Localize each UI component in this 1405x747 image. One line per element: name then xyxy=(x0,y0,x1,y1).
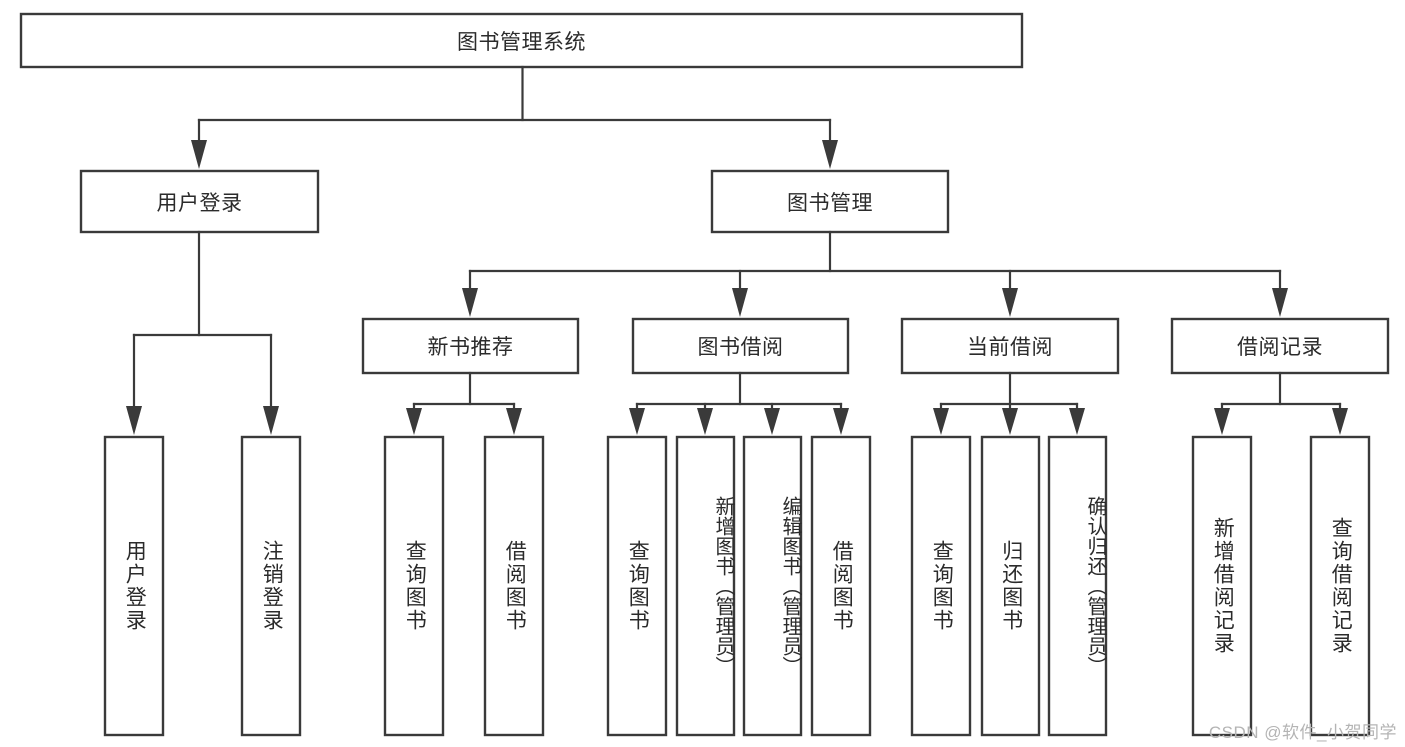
arrow-head-l3-1 xyxy=(732,288,748,317)
arrow-head-l3-2 xyxy=(1002,288,1018,317)
node-box-leaf-ul-0[interactable] xyxy=(103,435,165,737)
arrow-head-bb-2 xyxy=(764,408,780,435)
watermark-text: CSDN @软件_小贺同学 xyxy=(1208,723,1397,742)
arrow-head-l3-3 xyxy=(1272,288,1288,317)
node-box-leaf-nbr-0[interactable] xyxy=(383,435,445,737)
arrow-head-br-1 xyxy=(1332,408,1348,435)
arrow-head-cb-1 xyxy=(1002,408,1018,435)
node-box-leaf-cb-2[interactable] xyxy=(1047,435,1108,737)
arrow-head-ul-leaf-0 xyxy=(126,406,142,435)
arrow-head-ul-leaf-1 xyxy=(263,406,279,435)
node-box-book-borrow[interactable] xyxy=(631,317,850,375)
node-box-leaf-bb-0[interactable] xyxy=(606,435,668,737)
arrow-head-nbr-1 xyxy=(506,408,522,435)
node-box-leaf-nbr-1[interactable] xyxy=(483,435,545,737)
node-box-user-login[interactable] xyxy=(79,169,320,234)
arrow-head-cb-2 xyxy=(1069,408,1085,435)
node-box-current-borrow[interactable] xyxy=(900,317,1120,375)
arrow-head-nbr-0 xyxy=(406,408,422,435)
arrow-head-cb-0 xyxy=(933,408,949,435)
node-box-root[interactable] xyxy=(19,12,1024,69)
arrow-head-bb-0 xyxy=(629,408,645,435)
arrow-head-br-0 xyxy=(1214,408,1230,435)
arrow-head-user-login xyxy=(191,140,207,169)
node-box-leaf-br-0[interactable] xyxy=(1191,435,1253,737)
arrow-head-book-manage xyxy=(822,140,838,169)
arrow-head-bb-1 xyxy=(697,408,713,435)
node-box-leaf-cb-1[interactable] xyxy=(980,435,1041,737)
node-box-leaf-br-1[interactable] xyxy=(1309,435,1371,737)
node-box-leaf-bb-1[interactable] xyxy=(675,435,736,737)
node-box-leaf-bb-2[interactable] xyxy=(742,435,803,737)
arrow-head-bb-3 xyxy=(833,408,849,435)
node-box-book-manage[interactable] xyxy=(710,169,950,234)
node-box-leaf-ul-1[interactable] xyxy=(240,435,302,737)
node-box-leaf-bb-3[interactable] xyxy=(810,435,872,737)
arrow-head-l3-0 xyxy=(462,288,478,317)
node-box-new-book-recommend[interactable] xyxy=(361,317,580,375)
node-box-leaf-cb-0[interactable] xyxy=(910,435,972,737)
node-box-borrow-record[interactable] xyxy=(1170,317,1390,375)
